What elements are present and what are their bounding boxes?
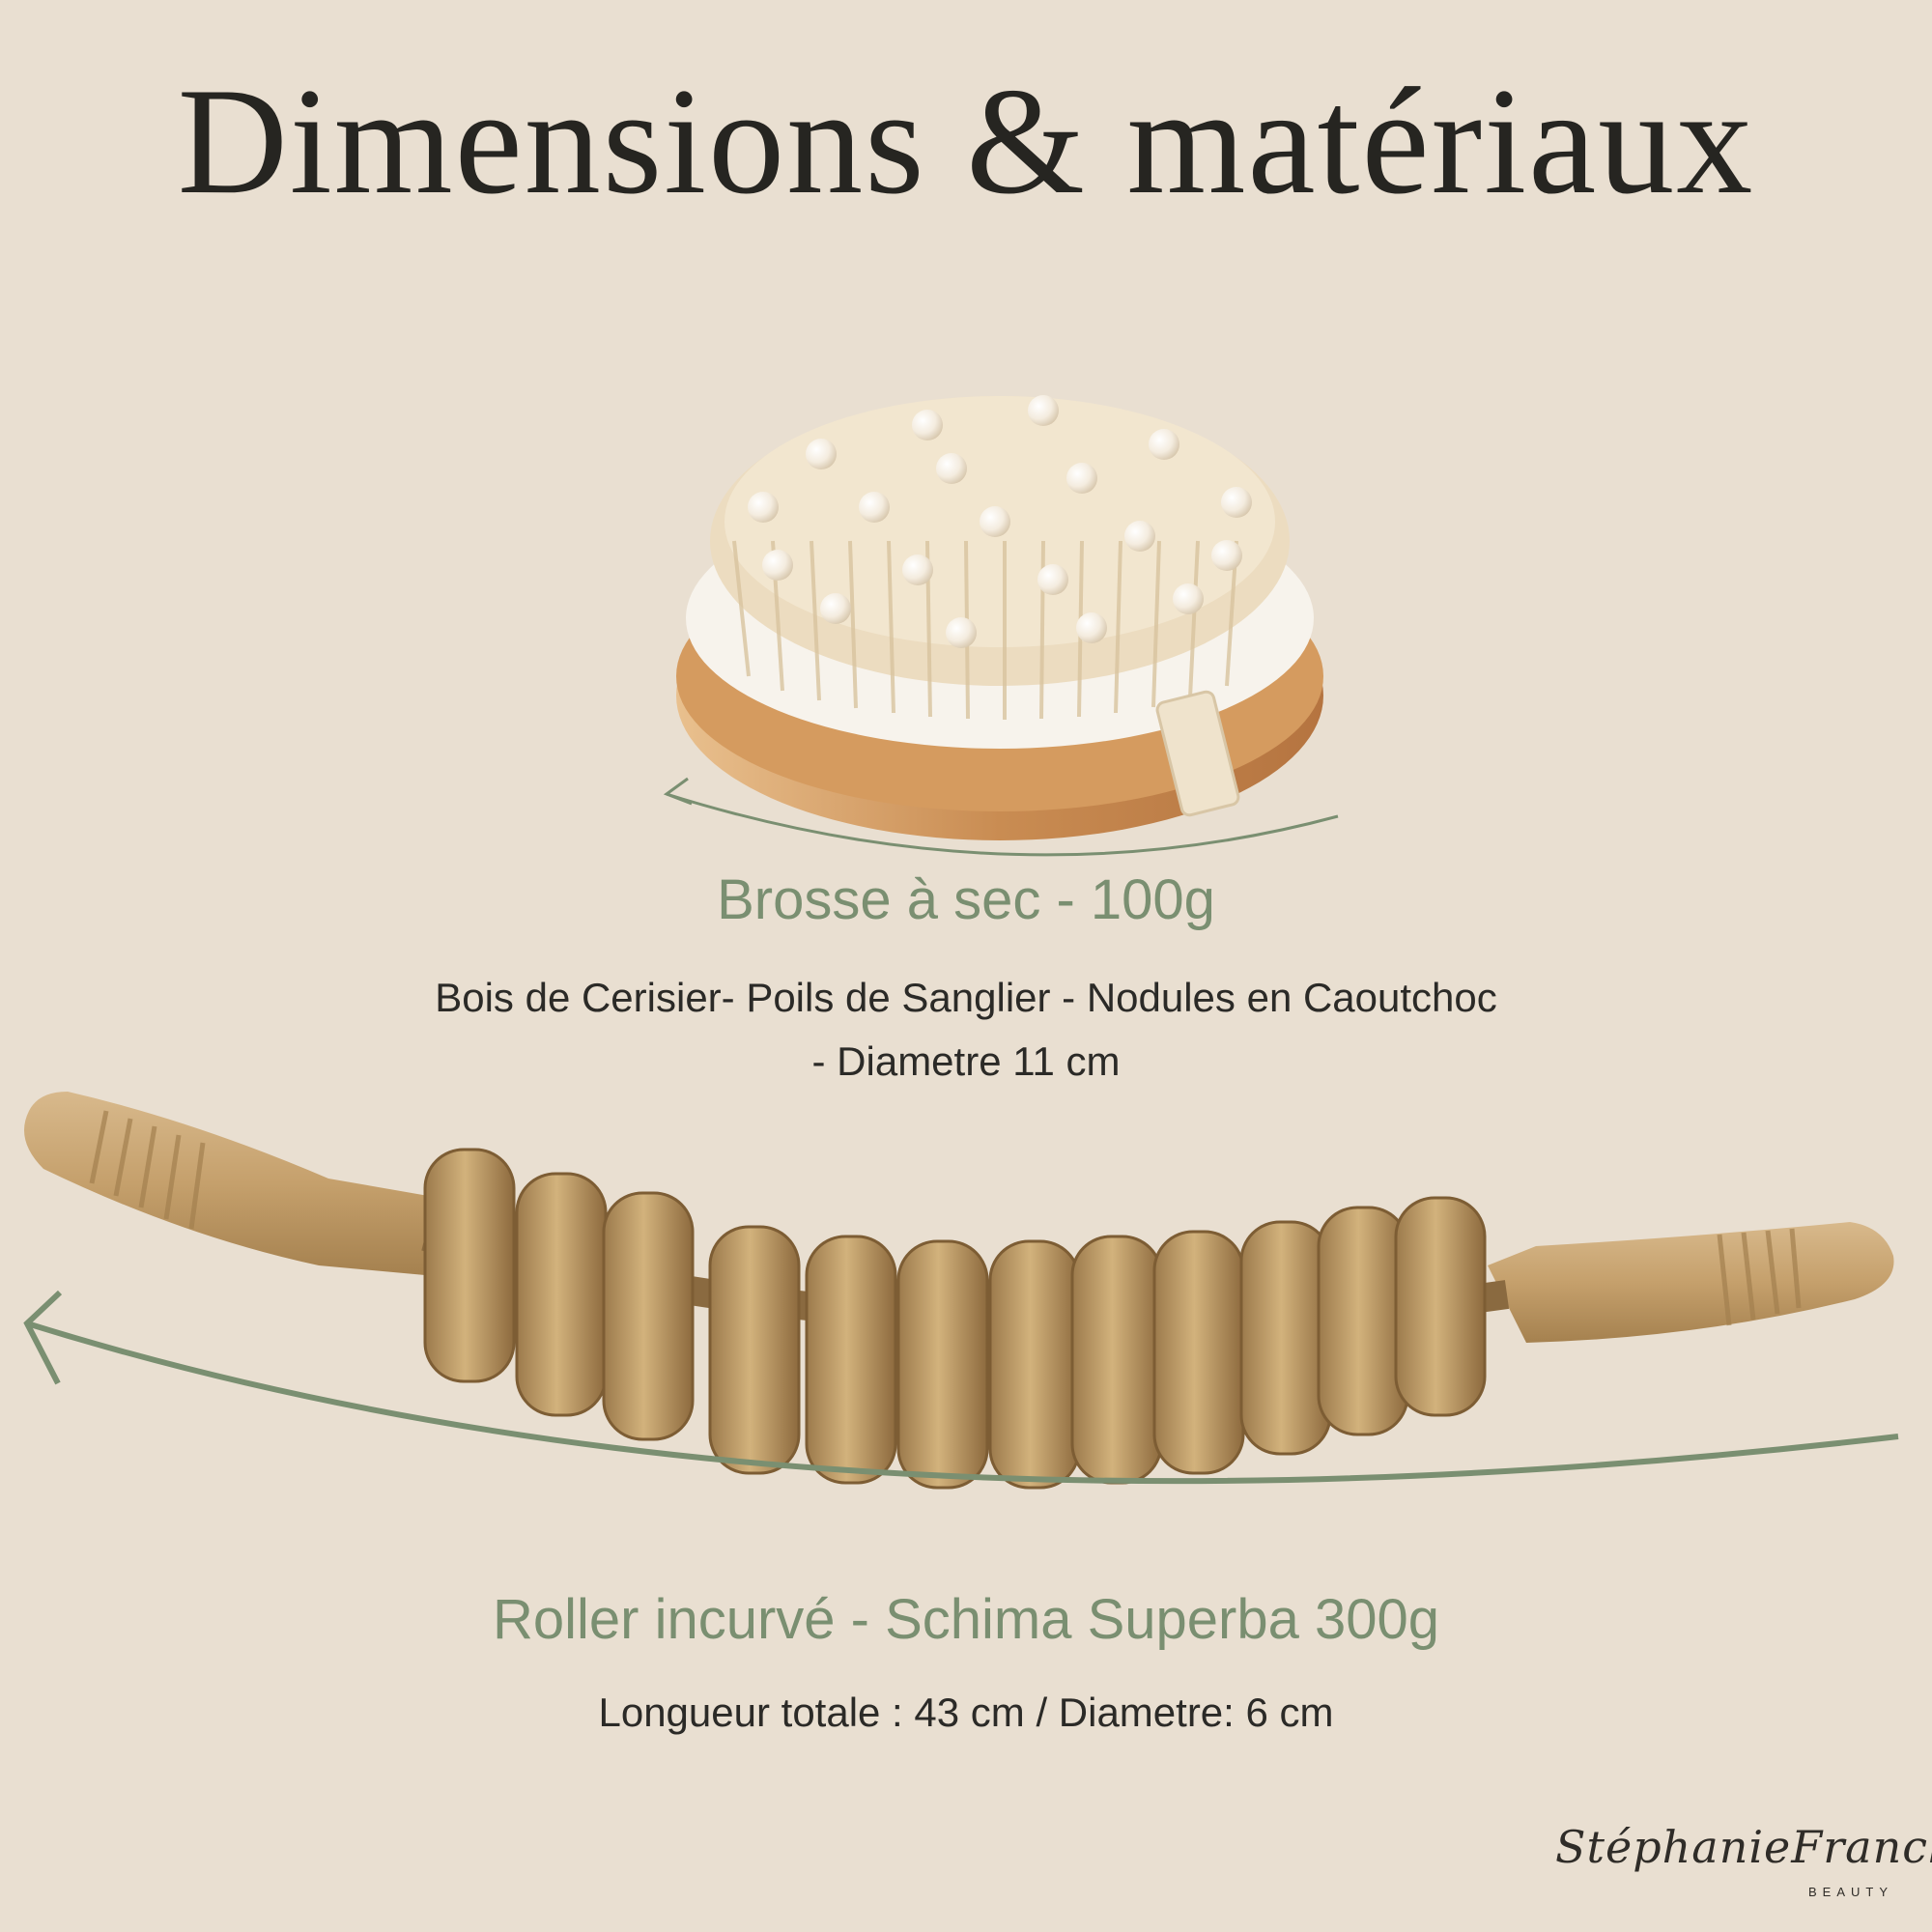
- roller-title: Roller incurvé - Schima Superba 300g: [492, 1588, 1440, 1651]
- brand-logo: StéphanieFranck BEAUTY: [1555, 1821, 1932, 1899]
- brush-nodules: [748, 395, 1252, 648]
- brush-curve-arrow: [666, 792, 1339, 857]
- brush-desc-line-2: - Diametre 11 cm: [811, 1038, 1121, 1084]
- roller-curve-arrow: [26, 1321, 1899, 1485]
- roller-right-handle: [1488, 1222, 1894, 1343]
- brush-title: Brosse à sec - 100g: [717, 868, 1215, 931]
- brush-strap: [1155, 690, 1240, 817]
- roller-wheels: [423, 1148, 1487, 1490]
- brush-desc-line-1: Bois de Cerisier- Poils de Sanglier - No…: [435, 975, 1497, 1020]
- roller-left-handle: [24, 1092, 440, 1275]
- page-title: Dimensions & matériaux: [177, 57, 1755, 226]
- brand-name: StéphanieFranck: [1555, 1821, 1932, 1873]
- brush-description: Bois de Cerisier- Poils de Sanglier - No…: [0, 966, 1932, 1094]
- roller-description: Longueur totale : 43 cm / Diametre: 6 cm: [598, 1690, 1334, 1735]
- brand-sub: BEAUTY: [1807, 1885, 1893, 1899]
